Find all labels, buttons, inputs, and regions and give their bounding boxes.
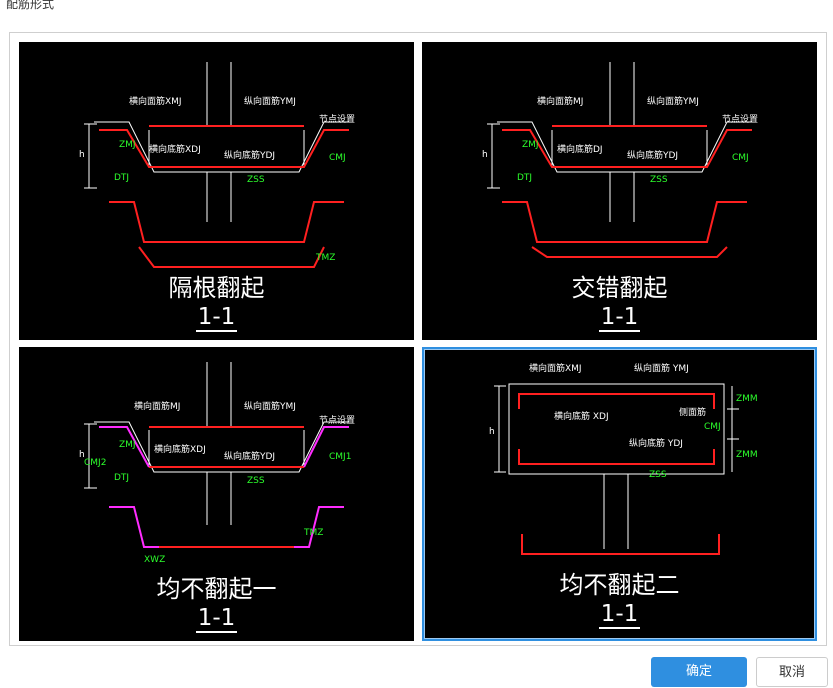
label-cmj: CMJ: [704, 422, 721, 432]
label-h: h: [482, 150, 488, 160]
label-zss: ZSS: [650, 175, 668, 185]
section-label: 1-1: [195, 605, 238, 633]
section-mark: 1-1: [424, 601, 815, 629]
cancel-button[interactable]: 取消: [756, 657, 828, 687]
label-side-bot: ZMM: [736, 450, 758, 460]
label-top-x: 横向面筋MJ: [134, 400, 180, 412]
label-bot-y: 纵向底筋 YDJ: [629, 437, 683, 449]
label-bot-y: 纵向底筋YDJ: [627, 149, 678, 161]
label-h: h: [79, 450, 85, 460]
label-top-x: 横向面筋XMJ: [129, 95, 182, 107]
label-top-x: 横向面筋XMJ: [529, 362, 582, 374]
option-panel-1[interactable]: 横向面筋XMJ 纵向面筋YMJ 横向底筋XDJ 纵向底筋YDJ h DTJ ZM…: [19, 42, 414, 340]
option-panel-3[interactable]: 横向面筋MJ 纵向面筋YMJ 横向底筋XDJ 纵向底筋YDJ h DTJ ZMJ…: [19, 347, 414, 641]
label-top-y: 纵向面筋YMJ: [244, 400, 296, 412]
label-range: 节点设置: [319, 114, 355, 125]
label-angle: DTJ: [114, 173, 129, 183]
section-label: 1-1: [195, 304, 238, 332]
label-cmj1: CMJ1: [329, 452, 351, 462]
label-bot-x: 横向底筋DJ: [557, 143, 603, 155]
diagram-4: 横向面筋XMJ 纵向面筋 YMJ 横向底筋 XDJ 纵向底筋 YDJ h ZMM…: [489, 362, 758, 555]
dialog-title: 配筋形式: [6, 0, 55, 11]
label-angle: DTJ: [517, 173, 532, 183]
label-range: 节点设置: [722, 114, 758, 125]
label-bot-y: 纵向底筋YDJ: [224, 149, 275, 161]
label-bot-x: 横向底筋 XDJ: [554, 410, 609, 422]
option-caption: 均不翻起二: [559, 571, 680, 599]
label-side: ZMJ: [119, 140, 136, 150]
label-cmj: CMJ: [329, 153, 346, 163]
label-cmj2: CMJ2: [84, 458, 106, 468]
diagram-1: 横向面筋XMJ 纵向面筋YMJ 横向底筋XDJ 纵向底筋YDJ h DTJ ZM…: [79, 62, 355, 268]
option-caption: 隔根翻起: [168, 274, 265, 302]
label-zss: ZSS: [649, 470, 667, 480]
label-bot-x: 横向底筋XDJ: [149, 143, 201, 155]
option-panel-2[interactable]: 横向面筋MJ 纵向面筋YMJ 横向底筋DJ 纵向底筋YDJ h DTJ ZMJ …: [422, 42, 817, 340]
options-frame: 横向面筋XMJ 纵向面筋YMJ 横向底筋XDJ 纵向底筋YDJ h DTJ ZM…: [9, 32, 827, 646]
label-xwz: XWZ: [144, 555, 165, 565]
label-zss: ZSS: [247, 476, 265, 486]
label-bot-y: 纵向底筋YDJ: [224, 450, 275, 462]
label-top-x: 横向面筋MJ: [537, 95, 583, 107]
section-label: 1-1: [598, 304, 641, 332]
label-zss: ZSS: [247, 175, 265, 185]
section-mark: 1-1: [422, 304, 817, 332]
label-side-top: ZMM: [736, 394, 758, 404]
label-range: 节点设置: [319, 415, 355, 426]
label-top-y: 纵向面筋YMJ: [647, 95, 699, 107]
diagram-3: 横向面筋MJ 纵向面筋YMJ 横向底筋XDJ 纵向底筋YDJ h DTJ ZMJ…: [79, 362, 355, 565]
section-mark: 1-1: [19, 304, 414, 332]
label-tmz: TMZ: [303, 528, 323, 538]
label-side: ZMJ: [522, 140, 539, 150]
label-h: h: [489, 427, 495, 437]
label-cmj: CMJ: [732, 153, 749, 163]
option-caption: 均不翻起一: [156, 575, 277, 603]
diagram-2: 横向面筋MJ 纵向面筋YMJ 横向底筋DJ 纵向底筋YDJ h DTJ ZMJ …: [482, 62, 758, 258]
label-mid: 侧面筋: [679, 406, 706, 418]
label-angle: DTJ: [114, 473, 129, 483]
label-top-y: 纵向面筋YMJ: [244, 95, 296, 107]
label-h: h: [79, 150, 85, 160]
section-label: 1-1: [598, 601, 641, 629]
label-xwz: TMZ: [315, 253, 335, 263]
option-panel-4[interactable]: 横向面筋XMJ 纵向面筋 YMJ 横向底筋 XDJ 纵向底筋 YDJ h ZMM…: [422, 347, 817, 641]
option-caption: 交错翻起: [571, 274, 668, 302]
label-side: ZMJ: [119, 440, 136, 450]
label-bot-x: 横向底筋XDJ: [154, 443, 206, 455]
ok-button[interactable]: 确定: [651, 657, 747, 687]
label-top-y: 纵向面筋 YMJ: [634, 362, 689, 374]
section-mark: 1-1: [19, 605, 414, 633]
